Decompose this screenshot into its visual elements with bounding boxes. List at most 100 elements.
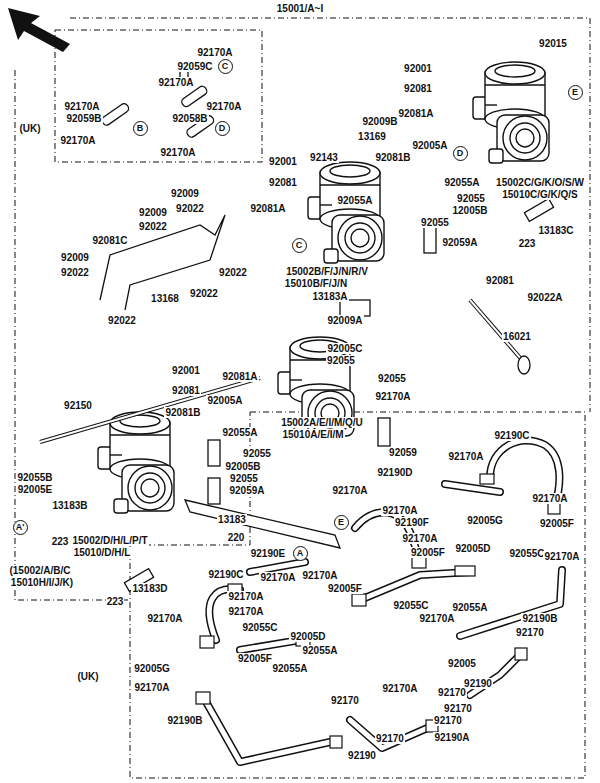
callout-number: 92055 (242, 448, 272, 459)
callout-number: 223 (106, 596, 125, 607)
callout-number: 92081 (485, 275, 515, 286)
callout-number: 92190C (207, 569, 244, 580)
callout-number: 92055C (241, 622, 278, 633)
callout-number: 92190B (521, 613, 558, 624)
callout-number: 92055 (326, 355, 356, 366)
callout-number: 92170A (301, 570, 338, 581)
callout-number: 13183D (131, 583, 168, 594)
callout-number: 92005A (411, 140, 448, 151)
callout-number: 92005E (17, 484, 53, 495)
callout-number: 92009B (361, 116, 398, 127)
callout-number: 92055 (420, 217, 450, 228)
callout-number: 13183 (217, 514, 247, 525)
callout-number: 92170A (146, 613, 183, 624)
callout-number: 92009A (326, 315, 363, 326)
callout-number: 92005 (447, 658, 477, 669)
callout-number: 92081 (268, 177, 298, 188)
callout-number: 92170A (59, 135, 96, 146)
callout-number: 92170A (159, 147, 196, 158)
callout-number: 92170A (531, 493, 568, 504)
callout-number: (15002/A/B/C (8, 565, 71, 576)
callout-number: 92009 (170, 188, 200, 199)
callout-number: 92150 (63, 400, 93, 411)
callout-number: 92015 (538, 38, 568, 49)
callout-number: 92170 (443, 703, 473, 714)
callout-number: 16021 (502, 331, 532, 342)
callout-number: 92059A (441, 237, 478, 248)
callout-number: 92170A (418, 613, 455, 624)
callout-number: 92022 (189, 288, 219, 299)
callout-number: 92190 (347, 750, 377, 761)
callout-number: 92081 (171, 385, 201, 396)
callout-number: 15010A/E/I/M (281, 429, 344, 440)
callout-number: 15010H/I/J/K) (10, 577, 74, 588)
reference-letter: C (218, 59, 233, 74)
callout-number: 92005D (454, 543, 491, 554)
callout-number: 15010B/F/J/N (284, 278, 348, 289)
callout-number: 92055 (229, 473, 259, 484)
callout-number: 92005B (224, 461, 261, 472)
callout-number: 92170A (205, 101, 242, 112)
callout-number: 92005F (237, 653, 273, 664)
callout-number: 92059B (65, 113, 102, 124)
callout-number: 92055A (301, 645, 338, 656)
callout-number: 92170 (330, 695, 360, 706)
callout-number: 92059 (388, 447, 418, 458)
callout-number: 15010C/G/K/Q/S (501, 189, 579, 200)
callout-number: 92055A (336, 195, 373, 206)
callout-number: 92059A (228, 485, 265, 496)
reference-letter: E (568, 85, 583, 100)
callout-number: 13169 (357, 131, 387, 142)
callout-number: 92058B (171, 113, 208, 124)
callout-number: 92170A (63, 101, 100, 112)
callout-number: 92005F (410, 547, 446, 558)
callout-number: 92170A (227, 591, 264, 602)
callout-number: 92055 (456, 193, 486, 204)
callout-number: 92001 (268, 156, 298, 167)
callout-number: 92055C (392, 600, 429, 611)
callout-number: 92055 (377, 373, 407, 384)
reference-letter: D (453, 146, 468, 161)
callout-number: 92055B (16, 472, 53, 483)
callout-number: 92190C (493, 430, 530, 441)
reference-letter: B (133, 121, 148, 136)
callout-number: 92055A (451, 602, 488, 613)
callout-number: 92055A (443, 177, 480, 188)
callout-number: 92170A (133, 682, 170, 693)
callout-number: 15010/D/H/L (73, 547, 132, 558)
callout-number: 92170 (375, 733, 405, 744)
callout-number: 92190D (376, 467, 413, 478)
callout-number: 92055A (221, 427, 258, 438)
callout-number: 13183B (51, 500, 88, 511)
callout-number: 92055C (508, 548, 545, 559)
callout-number: 92170A (401, 533, 438, 544)
callout-number: 223 (51, 536, 70, 547)
callout-number: 220 (227, 532, 246, 543)
reference-letter: A' (13, 520, 28, 535)
callout-number: 92005G (466, 515, 504, 526)
callout-number: 92081C (91, 235, 128, 246)
callout-number: 92170A (374, 391, 411, 402)
callout-number: 92009 (138, 207, 168, 218)
callout-number: 92143 (309, 152, 339, 163)
callout-number: 92005G (133, 663, 171, 674)
callout-number: 12005B (451, 205, 488, 216)
callout-number: 92022 (218, 267, 248, 278)
reference-letter: C (292, 238, 307, 253)
callout-number: 92009 (60, 252, 90, 263)
callout-number: 92170A (259, 572, 296, 583)
callout-number: 13168 (150, 293, 180, 304)
callout-number: 92170A (543, 551, 580, 562)
callout-number: 92022 (107, 315, 137, 326)
reference-letter: D (215, 121, 230, 136)
callout-number: 92190E (250, 548, 286, 559)
callout-number: 92081A (249, 203, 286, 214)
callout-number: 92005C (326, 343, 363, 354)
callout-number: 92022 (175, 203, 205, 214)
callout-number: 92170 (515, 627, 545, 638)
callout-number: 92022 (138, 221, 168, 232)
callout-number: 92005F (327, 583, 363, 594)
callout-number: 92190 (463, 678, 493, 689)
callout-number: 92081A (397, 108, 434, 119)
callout-number: 92005A (206, 395, 243, 406)
